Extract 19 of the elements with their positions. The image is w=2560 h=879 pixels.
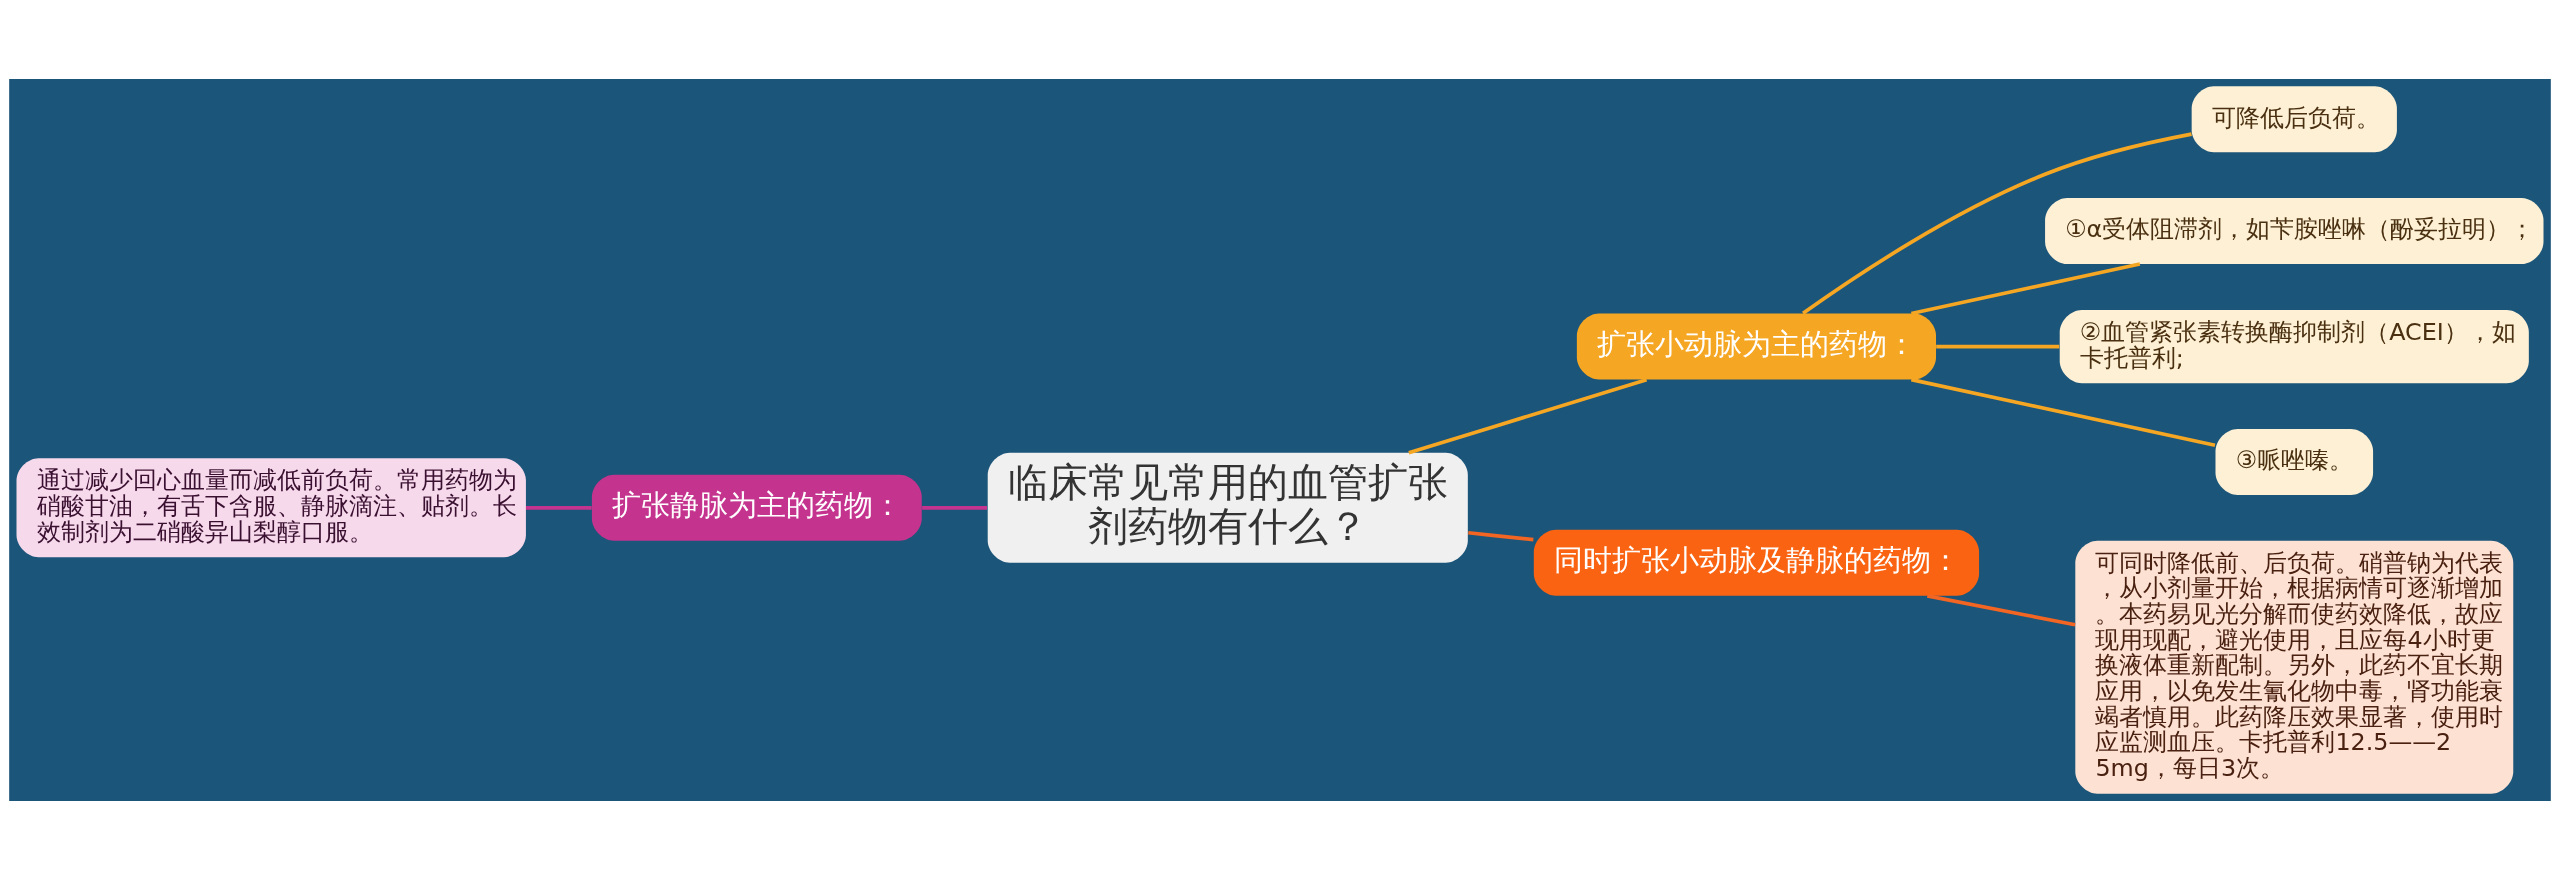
connector — [1926, 593, 2076, 627]
connector — [1936, 344, 2060, 348]
connector — [922, 505, 987, 510]
connector — [1910, 377, 2216, 447]
connector — [526, 505, 592, 510]
node-box: 同时扩张小动脉及静脉的药物： — [1533, 529, 1980, 596]
node-box: ①α受体阻滞剂，如苄胺唑啉（酚妥拉明）； — [2045, 197, 2544, 264]
node-box: 临床常见常用的血管扩张剂药物有什么？ — [987, 452, 1468, 563]
node-box: 通过减少回心血量而减低前负荷。常用药物为硝酸甘油，有舌下含服、静脉滴注、贴剂。长效制剂为二硝酸异山梨醇口服。 — [16, 457, 526, 557]
node-box: ②血管紧张素转换酶抑制剂（ACEI），如卡托普利; — [2059, 309, 2529, 383]
connector — [1468, 530, 1534, 541]
connector — [1408, 377, 1648, 454]
connector — [1910, 261, 2141, 315]
node-box: 扩张小动脉为主的药物： — [1576, 313, 1937, 380]
connector — [1802, 131, 2192, 315]
node-box: 可降低后负荷。 — [2191, 85, 2397, 152]
node-box: ③哌唑嗪。 — [2215, 428, 2374, 495]
node-box: 扩张静脉为主的药物： — [591, 474, 922, 541]
node-box: 可同时降低前、后负荷。硝普钠为代表，从小剂量开始，根据病情可逐渐增加。本药易见光分解而使药效降低，故应现用现配，避光使用，且应每4小时更换液体重新配制。另外，此药不宜长期应用，以免发生氰化物中毒，肾功能衰竭者慎用。此药降压效果显著，使用时应监测血压。卡托普利12.5——25mg，每日3次。 — [2075, 540, 2514, 794]
